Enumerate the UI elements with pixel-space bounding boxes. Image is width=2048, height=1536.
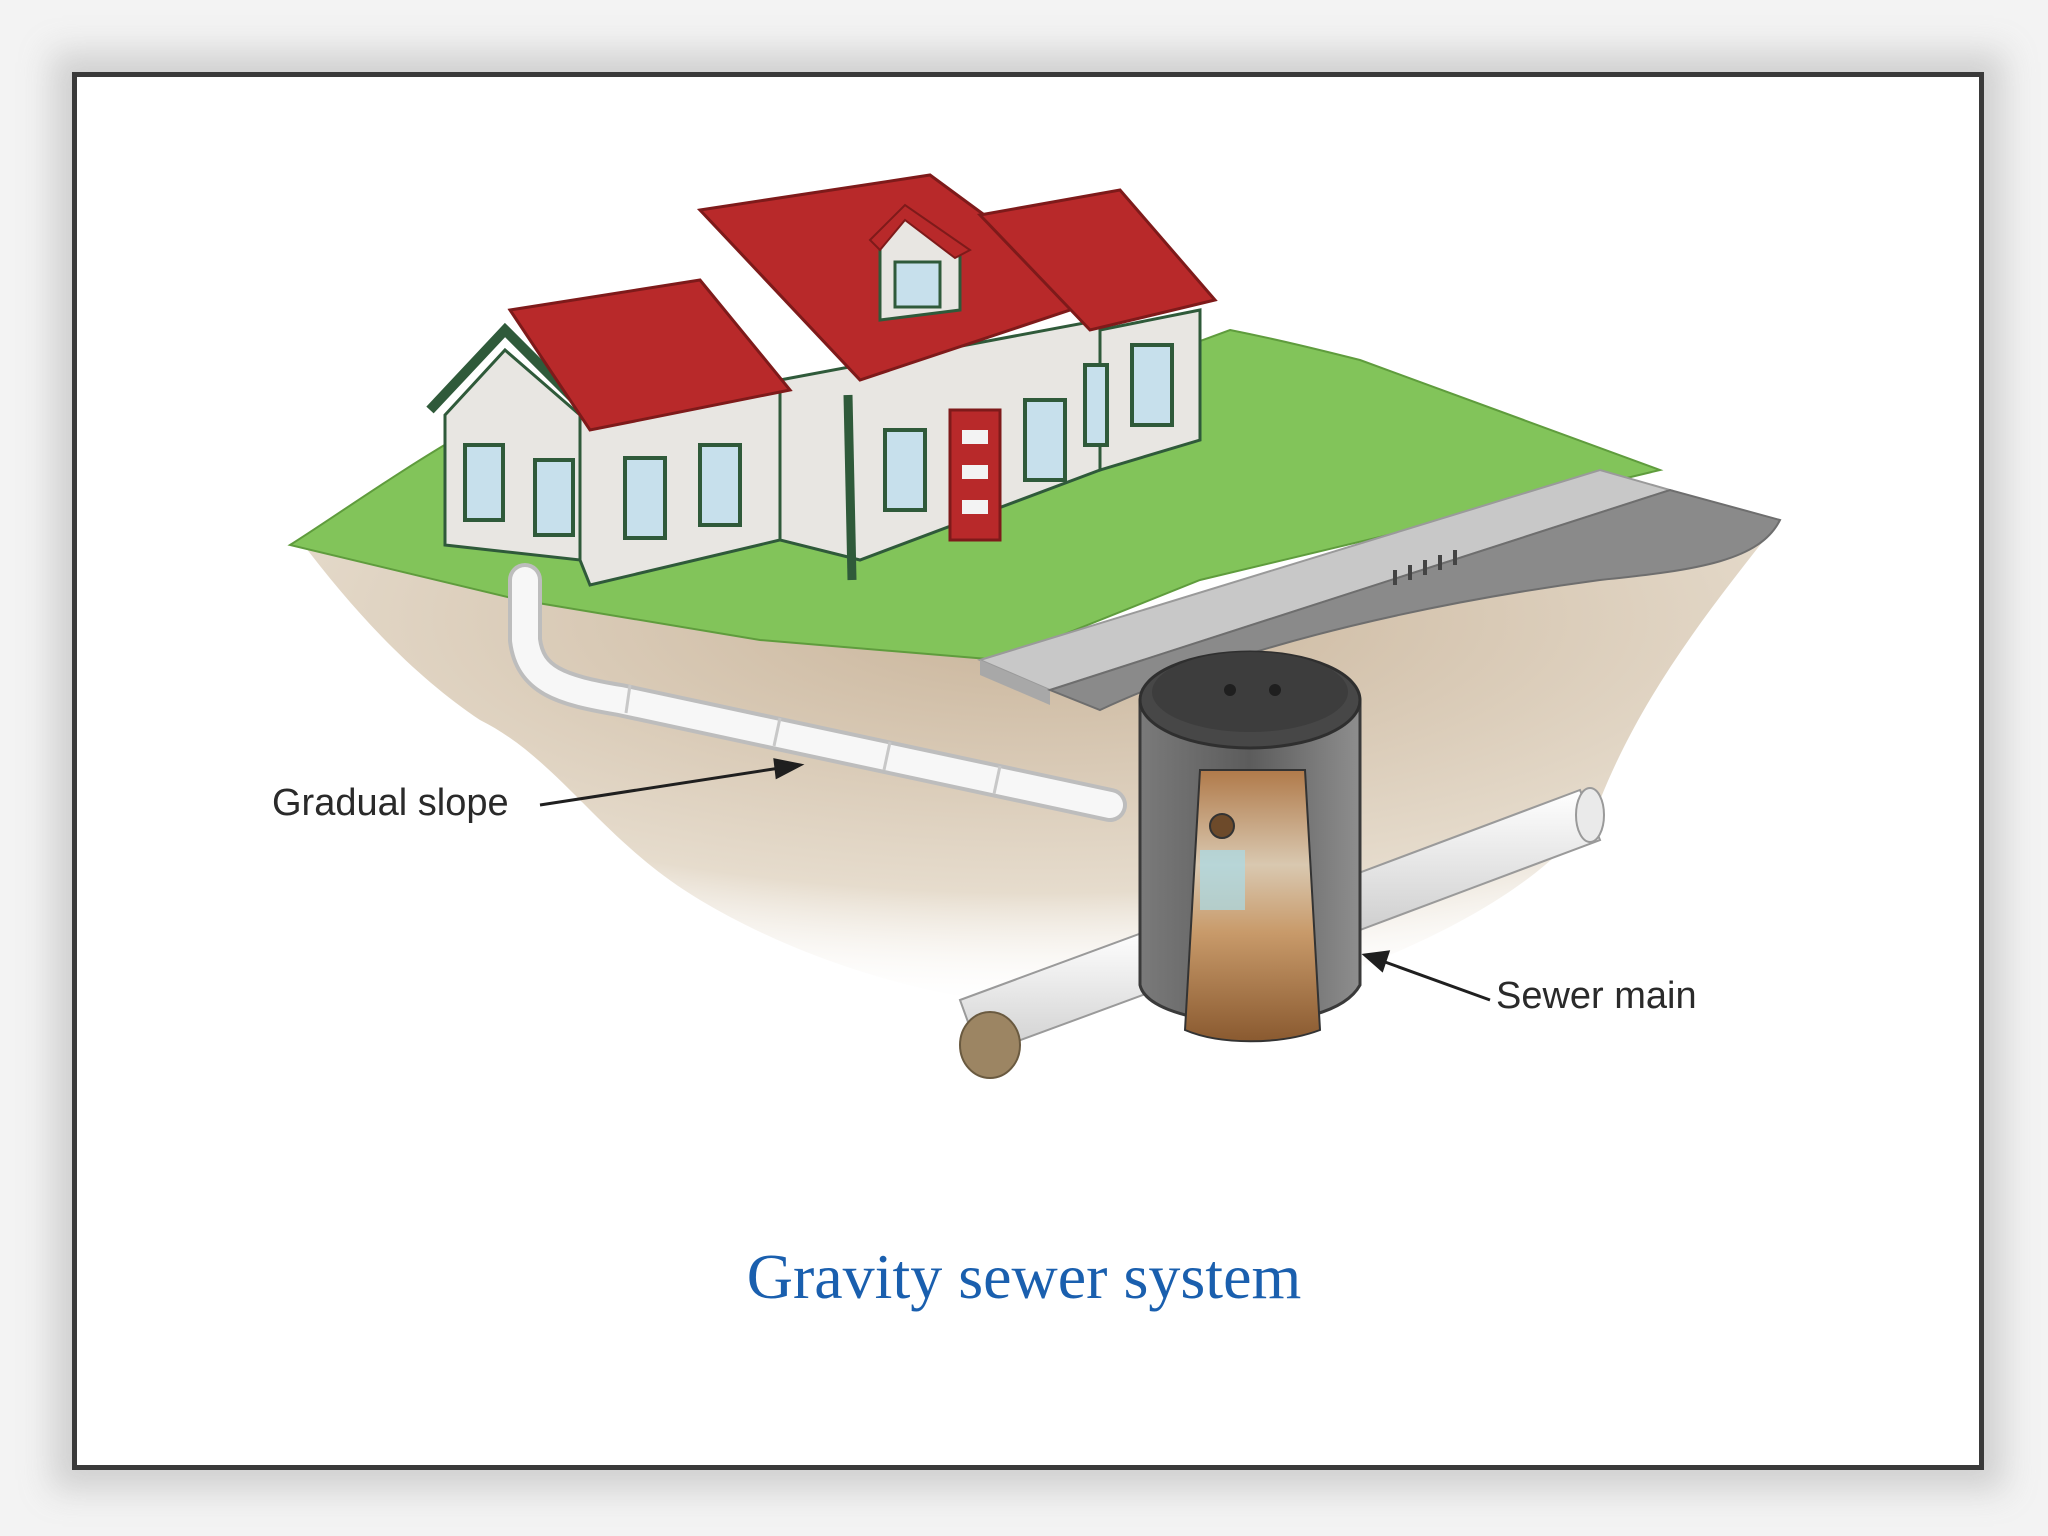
label-sewer-main: Sewer main: [1496, 975, 1697, 1017]
slide-caption: Gravity sewer system: [746, 1241, 1302, 1312]
house: [426, 173, 1218, 587]
house-lateral-pipe-inner: [512, 567, 1123, 818]
manhole-cover: [1152, 652, 1348, 732]
downspout: [843, 394, 857, 581]
right-roof: [976, 188, 1218, 332]
windows: [463, 343, 1174, 540]
callout-arrows: [539, 758, 1491, 1002]
manhole: [1138, 650, 1362, 1043]
label-gradual-slope: Gradual slope: [272, 782, 509, 824]
curb: [980, 660, 1050, 705]
storm-grate: [1393, 550, 1457, 585]
pipe-joints: [624, 684, 1002, 795]
left-roof: [507, 278, 793, 432]
